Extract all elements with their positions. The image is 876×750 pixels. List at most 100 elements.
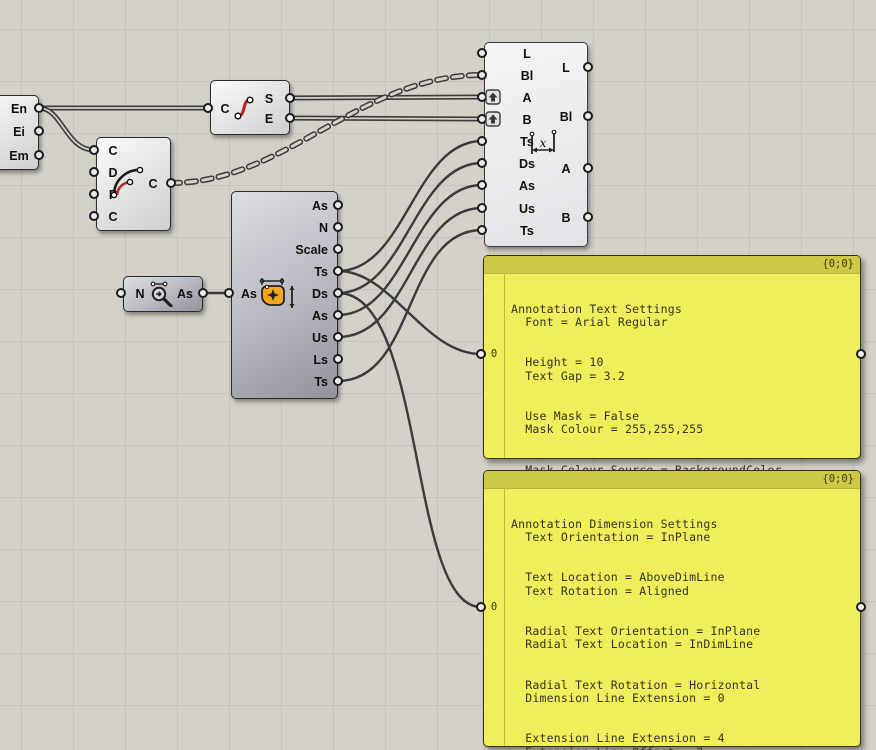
port[interactable] — [477, 180, 487, 190]
port[interactable] — [476, 349, 486, 359]
wire-ts2-to-dimension[interactable] — [337, 228, 483, 383]
style-search-icon — [150, 281, 173, 307]
output-label: B — [561, 211, 571, 225]
output-label: As — [312, 309, 328, 323]
node-deconstruct-style[interactable]: As As N Scale Ts Ds As Us Ls Ts — [231, 191, 338, 399]
port[interactable] — [89, 145, 99, 155]
port[interactable] — [34, 103, 44, 113]
output-label: A — [561, 162, 571, 176]
port[interactable] — [285, 113, 295, 123]
node-curve-ends[interactable]: En Ei Em — [0, 95, 39, 170]
port[interactable] — [477, 203, 487, 213]
node-arc[interactable]: C D P C C — [96, 137, 171, 231]
port[interactable] — [477, 92, 487, 102]
annotation-style-icon — [259, 278, 295, 308]
port[interactable] — [583, 163, 593, 173]
input-label: Us — [519, 202, 535, 216]
port[interactable] — [203, 103, 213, 113]
linear-dimension-icon: x — [529, 130, 557, 154]
panel-header — [484, 256, 860, 274]
output-label: E — [264, 112, 274, 126]
port[interactable] — [333, 200, 343, 210]
output-label: S — [264, 92, 274, 106]
wire-en-to-arc-inner — [38, 107, 95, 151]
input-label: As — [241, 287, 257, 301]
port[interactable] — [583, 111, 593, 121]
row-index: 0 — [490, 348, 498, 360]
node-style-finder[interactable]: N As — [123, 276, 203, 312]
node-dimension[interactable]: L Bl A B Ts Ds As Us Ts L Bl A B x — [484, 42, 588, 247]
output-label: As — [177, 287, 193, 301]
wire-arc-to-bl-tree-inner — [169, 73, 484, 185]
principal-param-badge — [485, 111, 501, 127]
port[interactable] — [89, 189, 99, 199]
port[interactable] — [333, 222, 343, 232]
panel-text: Annotation Dimension Settings Text Orien… — [511, 516, 761, 750]
port[interactable] — [856, 602, 866, 612]
port[interactable] — [89, 167, 99, 177]
output-label: Ls — [313, 353, 328, 367]
input-label: N — [135, 287, 145, 301]
input-label: D — [108, 166, 118, 180]
port[interactable] — [476, 602, 486, 612]
input-label: C — [108, 144, 118, 158]
input-label: L — [523, 47, 531, 61]
port[interactable] — [477, 225, 487, 235]
port[interactable] — [477, 48, 487, 58]
wire-ts-to-panel1[interactable] — [337, 269, 482, 356]
port[interactable] — [166, 178, 176, 188]
port[interactable] — [856, 349, 866, 359]
panel-index-gutter — [484, 488, 505, 746]
node-end-points[interactable]: C S E — [210, 80, 290, 135]
port[interactable] — [333, 288, 343, 298]
wire-us-to-dimension[interactable] — [337, 206, 483, 339]
input-label: B — [522, 113, 532, 127]
port[interactable] — [285, 93, 295, 103]
port[interactable] — [477, 136, 487, 146]
input-label: As — [519, 179, 535, 193]
port[interactable] — [477, 114, 487, 124]
svg-text:x: x — [540, 136, 547, 150]
port[interactable] — [116, 288, 126, 298]
wire-ts-to-dimension[interactable] — [337, 139, 483, 273]
wire-as-to-dimension[interactable] — [337, 183, 483, 317]
output-label: C — [148, 177, 158, 191]
output-label: Ds — [312, 287, 328, 301]
input-label: A — [522, 91, 532, 105]
tree-path-badge: {0;0} — [822, 473, 854, 485]
port[interactable] — [224, 288, 234, 298]
port[interactable] — [477, 158, 487, 168]
panel-text-settings[interactable]: {0;0} 0 Annotation Text Settings Font = … — [483, 255, 861, 597]
port[interactable] — [34, 126, 44, 136]
wire-ds-to-panel2[interactable] — [337, 291, 482, 609]
port[interactable] — [333, 310, 343, 320]
output-label: Us — [312, 331, 328, 345]
port[interactable] — [333, 332, 343, 342]
panel-dimension-settings[interactable]: {0;0} 0 Annotation Dimension Settings Te… — [483, 470, 861, 750]
port[interactable] — [333, 376, 343, 386]
output-label: Ts — [314, 375, 328, 389]
port[interactable] — [198, 288, 208, 298]
wire-en-to-arc[interactable] — [38, 105, 95, 153]
curve-endpoints-icon — [234, 96, 254, 120]
output-label: Em — [9, 149, 29, 163]
port[interactable] — [333, 266, 343, 276]
port[interactable] — [583, 62, 593, 72]
output-label: Bl — [559, 110, 573, 124]
wire-ds-to-dimension[interactable] — [337, 161, 483, 295]
output-label: L — [562, 61, 570, 75]
input-label: Ts — [520, 224, 534, 238]
output-label: En — [11, 102, 27, 116]
port[interactable] — [333, 354, 343, 364]
output-label: Ei — [13, 125, 25, 139]
port[interactable] — [333, 244, 343, 254]
port[interactable] — [89, 211, 99, 221]
port[interactable] — [34, 150, 44, 160]
input-label: C — [108, 210, 118, 224]
port[interactable] — [583, 212, 593, 222]
port[interactable] — [477, 70, 487, 80]
up-arrow-icon — [488, 114, 498, 124]
